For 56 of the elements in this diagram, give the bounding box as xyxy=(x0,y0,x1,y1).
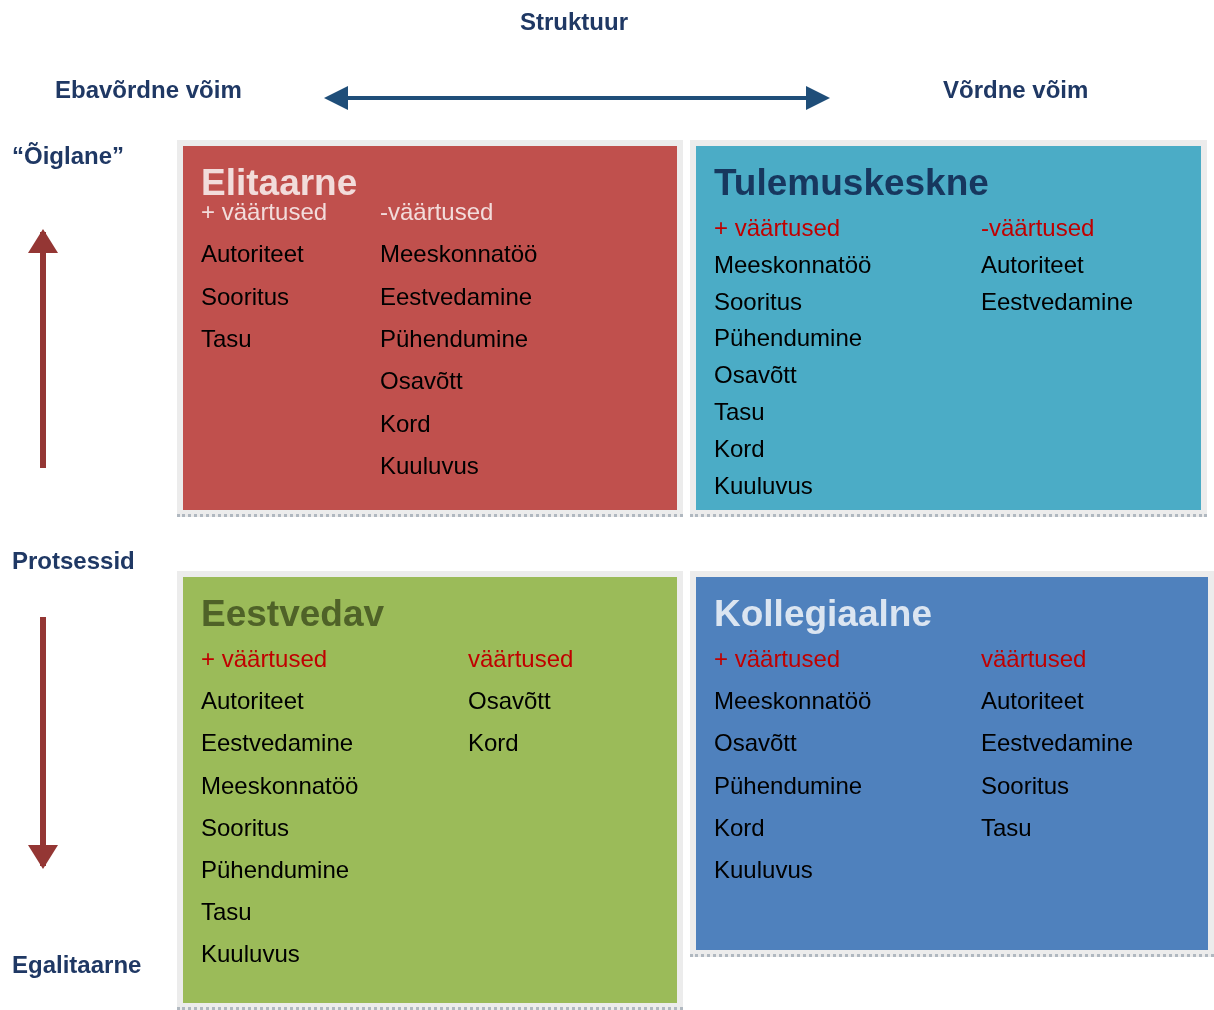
axis-label: Võrdne võim xyxy=(943,76,1089,104)
quadrant-box xyxy=(183,146,677,510)
axis-label: Egalitaarne xyxy=(12,951,142,979)
column-heading: + väärtused xyxy=(714,645,841,673)
value-item: Kord xyxy=(468,729,519,758)
value-item: Eestvedamine xyxy=(981,287,1134,316)
value-item: Kuuluvus xyxy=(714,471,813,500)
axis-label: Protsessid xyxy=(12,547,135,575)
column-heading: + väärtused xyxy=(714,214,841,242)
value-item: Eestvedamine xyxy=(380,282,533,311)
value-item: Sooritus xyxy=(714,287,803,316)
value-item: Sooritus xyxy=(981,771,1070,800)
quadrant-box xyxy=(696,146,1201,510)
value-item: Osavõtt xyxy=(380,367,463,396)
value-item: Eestvedamine xyxy=(981,729,1134,758)
quadrant-box xyxy=(183,577,677,1003)
value-item: Kuuluvus xyxy=(201,940,300,969)
axis-label: Struktuur xyxy=(520,8,628,36)
column-heading: väärtused xyxy=(468,645,574,673)
value-item: Autoriteet xyxy=(981,687,1084,716)
value-item: Sooritus xyxy=(201,813,290,842)
quadrant-title: Eestvedav xyxy=(201,593,385,635)
value-item: Autoriteet xyxy=(981,250,1084,279)
value-item: Kuuluvus xyxy=(714,856,813,884)
axis-label: Ebavõrdne võim xyxy=(55,76,242,104)
value-item: Tasu xyxy=(981,813,1032,842)
axis-label: “Õiglane” xyxy=(12,142,125,170)
value-item: Tasu xyxy=(201,324,252,353)
value-item: Osavõtt xyxy=(714,361,797,390)
value-item: Pühendumine xyxy=(201,856,350,884)
value-item: Autoriteet xyxy=(201,240,304,269)
quadrant-box xyxy=(696,577,1208,950)
value-item: Osavõtt xyxy=(468,687,551,716)
value-item: Pühendumine xyxy=(380,324,529,353)
quadrant-title: Kollegiaalne xyxy=(714,593,932,635)
value-item: Meeskonnatöö xyxy=(714,250,872,279)
value-item: Pühendumine xyxy=(714,771,863,800)
value-item: Tasu xyxy=(714,398,765,426)
column-heading: -väärtused xyxy=(981,214,1095,242)
value-item: Pühendumine xyxy=(714,324,863,353)
column-heading: -väärtused xyxy=(380,198,494,226)
quadrant-title: Tulemuskeskne xyxy=(714,162,989,204)
value-item: Meeskonnatöö xyxy=(380,240,538,269)
column-heading: väärtused xyxy=(981,645,1087,673)
value-item: Autoriteet xyxy=(201,687,304,716)
value-item: Kord xyxy=(380,409,431,438)
column-heading: + väärtused xyxy=(201,645,328,673)
value-item: Sooritus xyxy=(201,282,290,311)
value-item: Eestvedamine xyxy=(201,729,354,758)
value-item: Osavõtt xyxy=(714,729,797,758)
value-item: Kord xyxy=(714,813,765,842)
value-item: Meeskonnatöö xyxy=(714,687,872,716)
value-item: Kord xyxy=(714,434,765,463)
value-item: Meeskonnatöö xyxy=(201,771,359,800)
value-item: Kuuluvus xyxy=(380,451,479,480)
value-item: Tasu xyxy=(201,898,252,927)
